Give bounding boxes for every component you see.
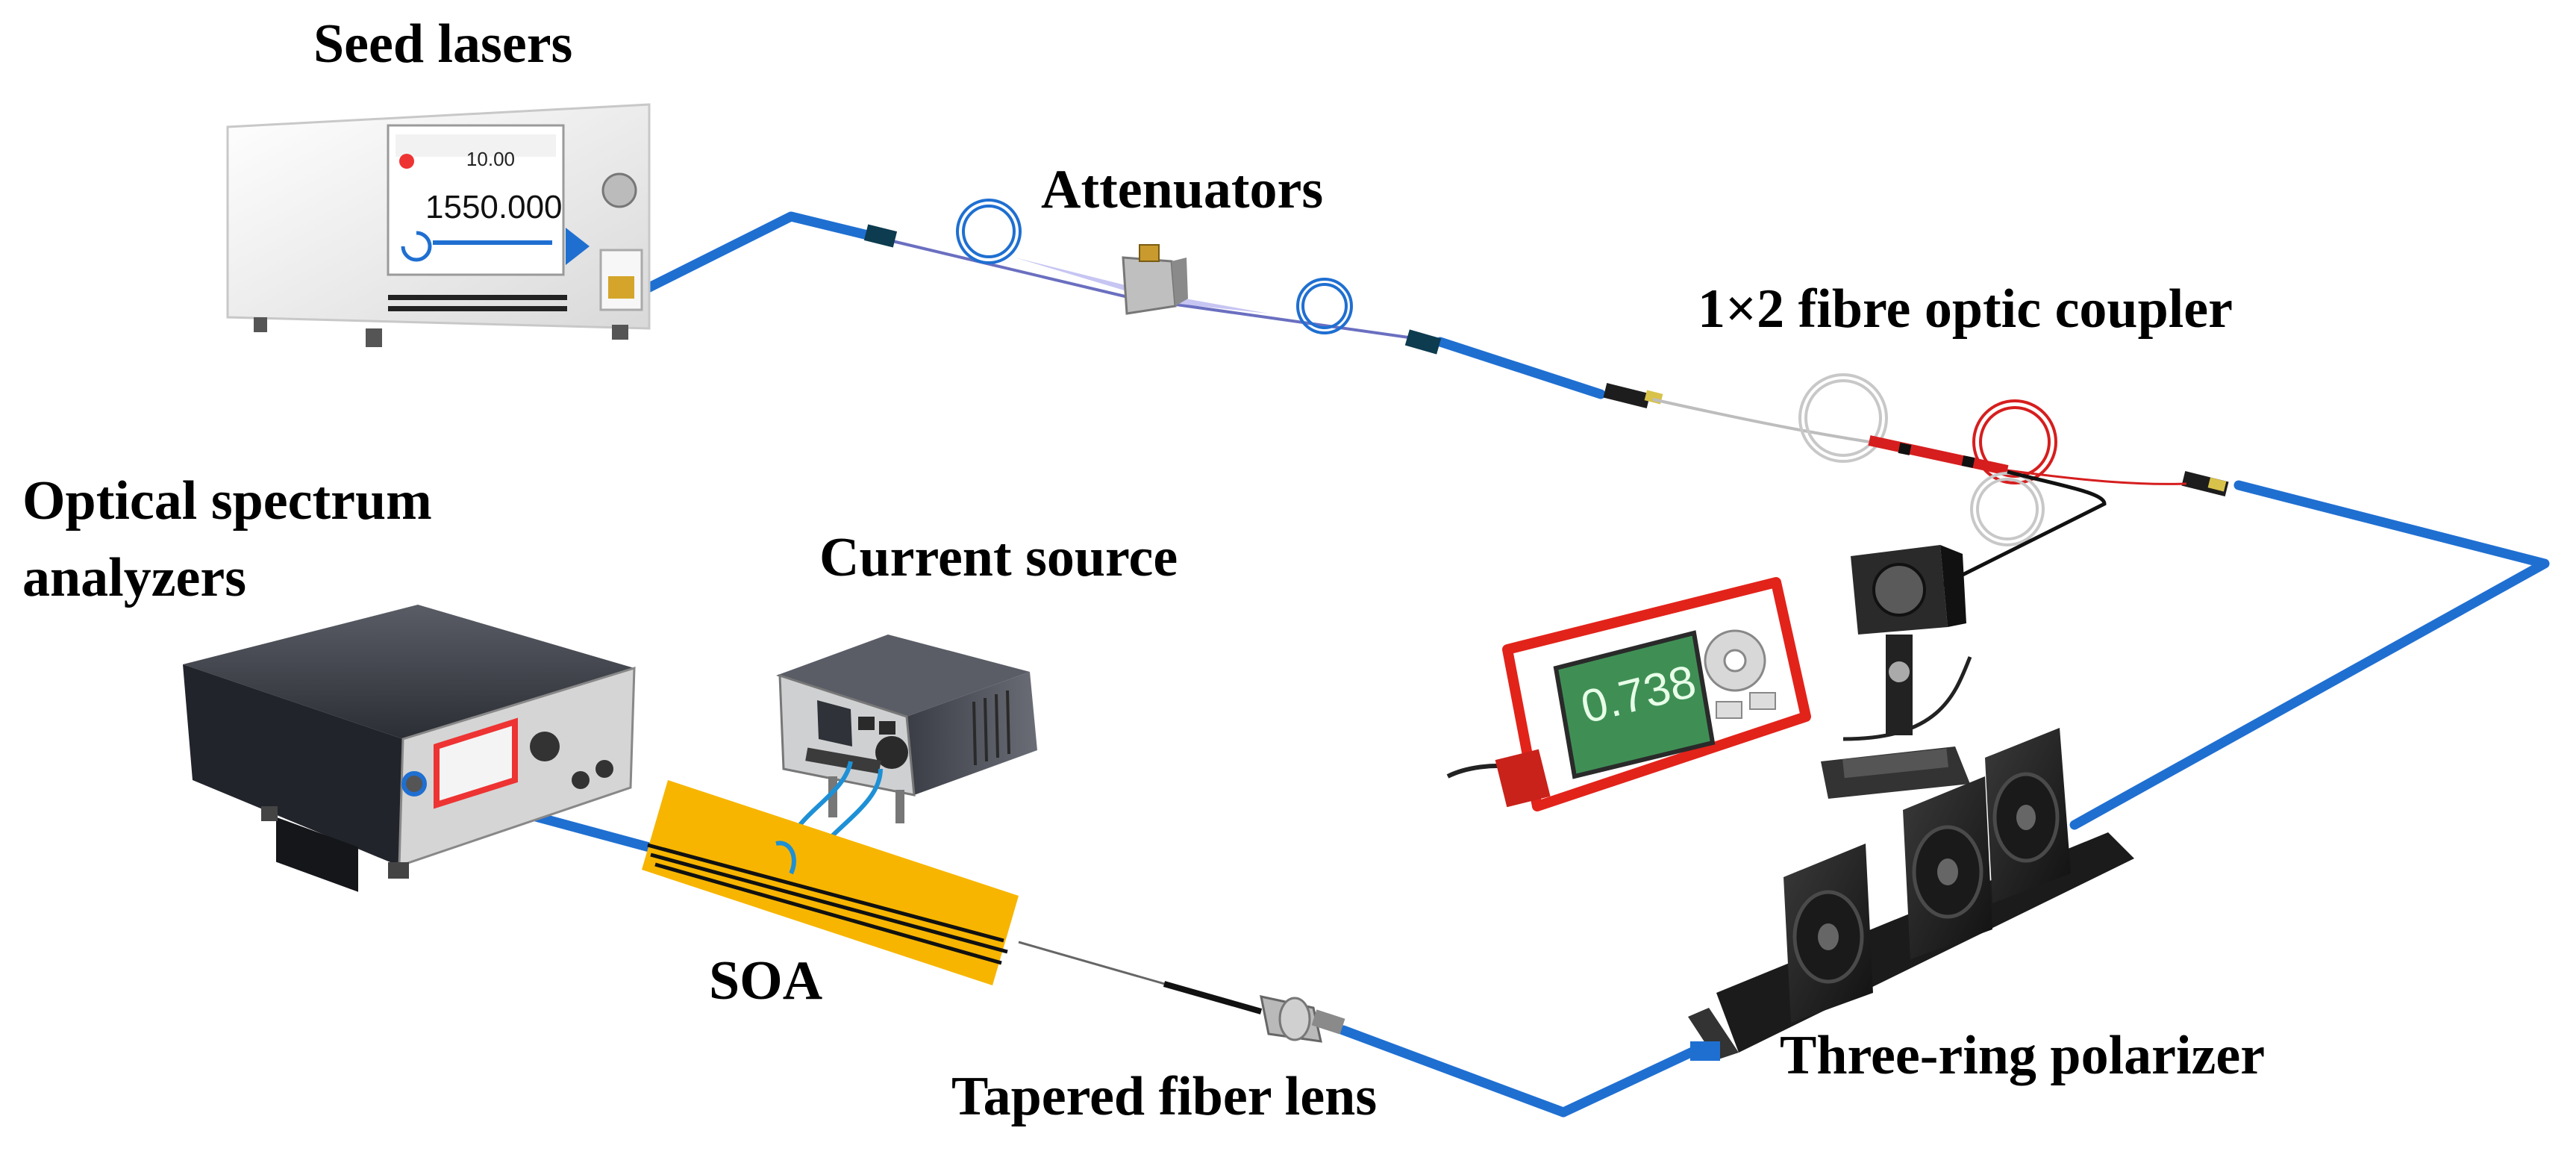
laser-power-readout: 10.00 <box>466 148 515 170</box>
label-osa-line1: Optical spectrum <box>22 470 432 532</box>
label-seed-lasers: Seed lasers <box>313 13 573 75</box>
fiber-connectors <box>863 224 2229 496</box>
label-current-source: Current source <box>819 527 1178 588</box>
label-attenuators: Attenuators <box>1041 159 1324 220</box>
soa-chip <box>642 780 1019 985</box>
laser-wavelength-readout: 1550.000 <box>425 189 563 225</box>
power-meter: 0.738 <box>1446 577 1972 811</box>
label-coupler: 1×2 fibre optic coupler <box>1698 278 2233 340</box>
polarizer-ring-1 <box>1783 844 1873 1023</box>
optical-spectrum-analyzer <box>183 605 636 892</box>
label-three-ring-polarizer: Three-ring polarizer <box>1780 1025 2266 1086</box>
label-tapered-fiber-lens: Tapered fiber lens <box>951 1066 1378 1127</box>
seed-laser-unit: 10.00 1550.000 <box>226 103 651 347</box>
three-ring-polarizer <box>1688 728 2134 1061</box>
fiber-coupler <box>1652 373 2187 592</box>
polarizer-ring-3 <box>1985 728 2071 903</box>
laser-vents <box>388 295 567 311</box>
polarizer-ring-2 <box>1903 776 1992 959</box>
tapered-fiber-lens <box>1018 941 1345 1043</box>
label-osa-line2: analyzers <box>22 547 247 608</box>
photodetector <box>1821 545 1970 799</box>
osa-vent <box>276 817 358 892</box>
current-source-vents <box>972 690 1010 766</box>
label-soa: SOA <box>709 950 823 1012</box>
attenuator-device <box>1122 244 1188 315</box>
